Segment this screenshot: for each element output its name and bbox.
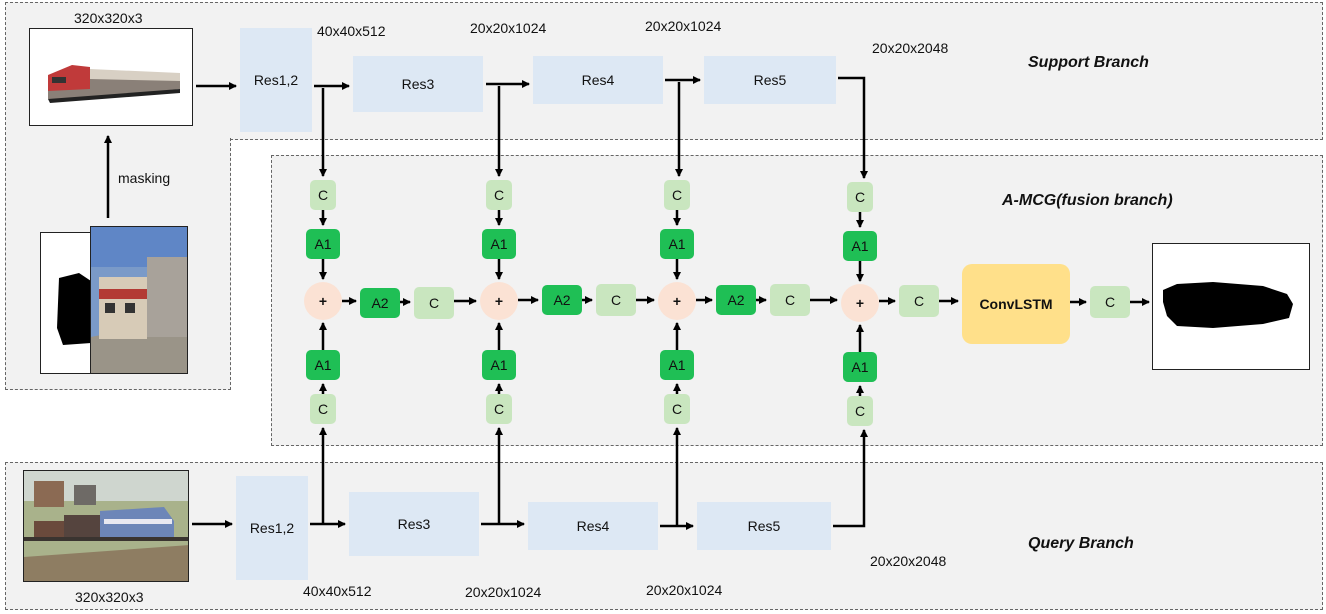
support-size-res5: 20x20x2048 [872, 40, 949, 56]
fusion-sum-3: + [658, 282, 696, 320]
support-res4-block: Res4 [533, 56, 663, 104]
fusion-sum-4: + [841, 284, 879, 322]
query-size-res5: 20x20x2048 [870, 553, 947, 569]
fusion-c-top-3: C [664, 180, 690, 210]
fusion-a2-2: A2 [542, 285, 582, 315]
support-original-image [90, 226, 188, 374]
fusion-c-mid-2: C [596, 284, 636, 316]
support-size-res12: 40x40x512 [317, 23, 386, 39]
fusion-branch-title: A-MCG(fusion branch) [1002, 192, 1173, 209]
fusion-c-top-1: C [310, 180, 336, 210]
support-size-res3: 20x20x1024 [470, 20, 547, 36]
query-input-image [23, 470, 189, 582]
support-branch-title: Support Branch [1028, 54, 1149, 71]
query-input-size: 320x320x3 [75, 589, 144, 605]
fusion-c-bottom-3: C [664, 394, 690, 424]
support-input-image [29, 28, 193, 126]
query-res12-block: Res1,2 [236, 476, 308, 580]
fusion-a1-bottom-2: A1 [482, 350, 516, 380]
fusion-c-mid-4: C [899, 285, 939, 317]
fusion-a1-top-1: A1 [306, 229, 340, 259]
query-size-res3: 20x20x1024 [465, 584, 542, 600]
support-input-size: 320x320x3 [74, 10, 143, 26]
convlstm-block: ConvLSTM [962, 264, 1070, 344]
fusion-a1-top-2: A1 [482, 229, 516, 259]
masking-label: masking [118, 170, 171, 186]
support-res12-block: Res1,2 [240, 28, 312, 132]
fusion-c-mid-1: C [414, 287, 454, 319]
query-res4-block: Res4 [528, 502, 658, 550]
fusion-a1-top-3: A1 [660, 229, 694, 259]
query-size-res12: 40x40x512 [303, 583, 372, 599]
fusion-c-out: C [1090, 286, 1130, 318]
query-branch-title: Query Branch [1028, 535, 1134, 552]
query-res3-block: Res3 [349, 492, 479, 556]
support-res5-block: Res5 [704, 56, 836, 104]
fusion-a1-bottom-1: A1 [306, 350, 340, 380]
fusion-sum-1: + [304, 282, 342, 320]
fusion-a1-bottom-4: A1 [843, 352, 877, 382]
query-size-res4: 20x20x1024 [646, 582, 723, 598]
support-branch-region [5, 2, 1323, 140]
fusion-sum-2: + [480, 282, 518, 320]
query-res5-block: Res5 [697, 502, 831, 550]
support-size-res4: 20x20x1024 [645, 18, 722, 34]
query-branch-region [5, 462, 1323, 610]
fusion-c-bottom-1: C [310, 394, 336, 424]
fusion-a1-bottom-3: A1 [660, 350, 694, 380]
support-res3-block: Res3 [353, 56, 483, 112]
fusion-a1-top-4: A1 [843, 231, 877, 261]
fusion-a2-1: A2 [360, 288, 400, 318]
fusion-a2-3: A2 [716, 285, 756, 315]
fusion-c-top-2: C [486, 180, 512, 210]
fusion-c-top-4: C [847, 182, 873, 212]
fusion-c-bottom-4: C [847, 396, 873, 426]
fusion-c-mid-3: C [770, 284, 810, 316]
output-mask-image [1152, 243, 1310, 370]
fusion-c-bottom-2: C [486, 394, 512, 424]
